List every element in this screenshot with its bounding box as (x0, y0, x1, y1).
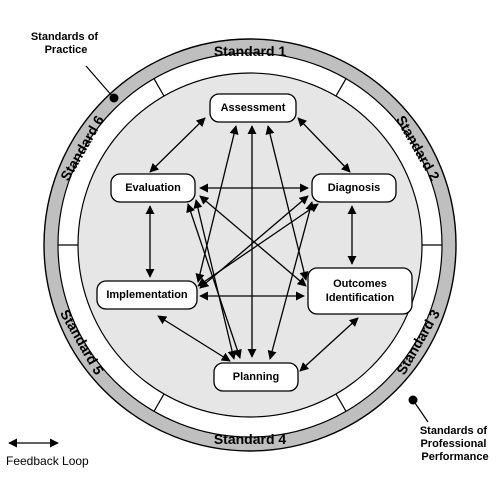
band-divider (335, 393, 347, 412)
callout-line: Standards of (420, 425, 488, 437)
band-divider (335, 78, 347, 97)
node-label: Outcomes (333, 278, 387, 290)
node-label: Implementation (106, 289, 188, 301)
node-planning[interactable]: Planning (213, 362, 299, 392)
callout-leader (414, 402, 429, 423)
node-label: Planning (233, 371, 279, 383)
node-box (96, 280, 198, 310)
callout-line: Professional (420, 438, 486, 450)
callout-standards-of-professional-performance: Standards of Professional Performance (408, 395, 490, 463)
node-box (213, 362, 299, 392)
node-label: Identification (326, 292, 395, 304)
node-evaluation[interactable]: Evaluation (110, 173, 196, 203)
node-box (209, 93, 297, 123)
standard-label-1: Standard 1 (214, 43, 287, 59)
callout-line: Standards of (31, 31, 99, 43)
process-nodes: AssessmentDiagnosisOutcomesIdentificatio… (96, 93, 413, 392)
callout-line: Practice (45, 44, 88, 56)
node-label: Evaluation (125, 182, 181, 194)
node-box (110, 173, 196, 203)
band-divider (153, 393, 165, 412)
standard-label-4: Standard 4 (214, 431, 287, 447)
node-label: Assessment (221, 102, 286, 114)
band-dividers (58, 78, 442, 412)
svg-text:Standards of Professiona: Standards of Professional Performance (420, 425, 490, 463)
callout-dot (408, 395, 418, 405)
node-box (311, 173, 397, 203)
callout-standards-of-practice: Standards of Practice (31, 31, 119, 103)
callout-line: Performance (421, 451, 488, 463)
svg-text:Standards of Practice: Standards of Practice (31, 31, 101, 56)
node-implementation[interactable]: Implementation (96, 280, 198, 310)
callout-dot (109, 93, 119, 103)
callout-leader (85, 65, 114, 98)
node-assessment[interactable]: Assessment (209, 93, 297, 123)
feedback-arrow (197, 203, 319, 287)
process-arrows (145, 117, 359, 372)
band-divider (153, 78, 165, 97)
node-box (307, 267, 413, 315)
legend-label: Feedback Loop (6, 454, 89, 468)
legend-feedback-loop: Feedback Loop (6, 438, 89, 468)
feedback-arrow (299, 317, 359, 372)
node-label: Diagnosis (328, 182, 381, 194)
node-diagnosis[interactable]: Diagnosis (311, 173, 397, 203)
